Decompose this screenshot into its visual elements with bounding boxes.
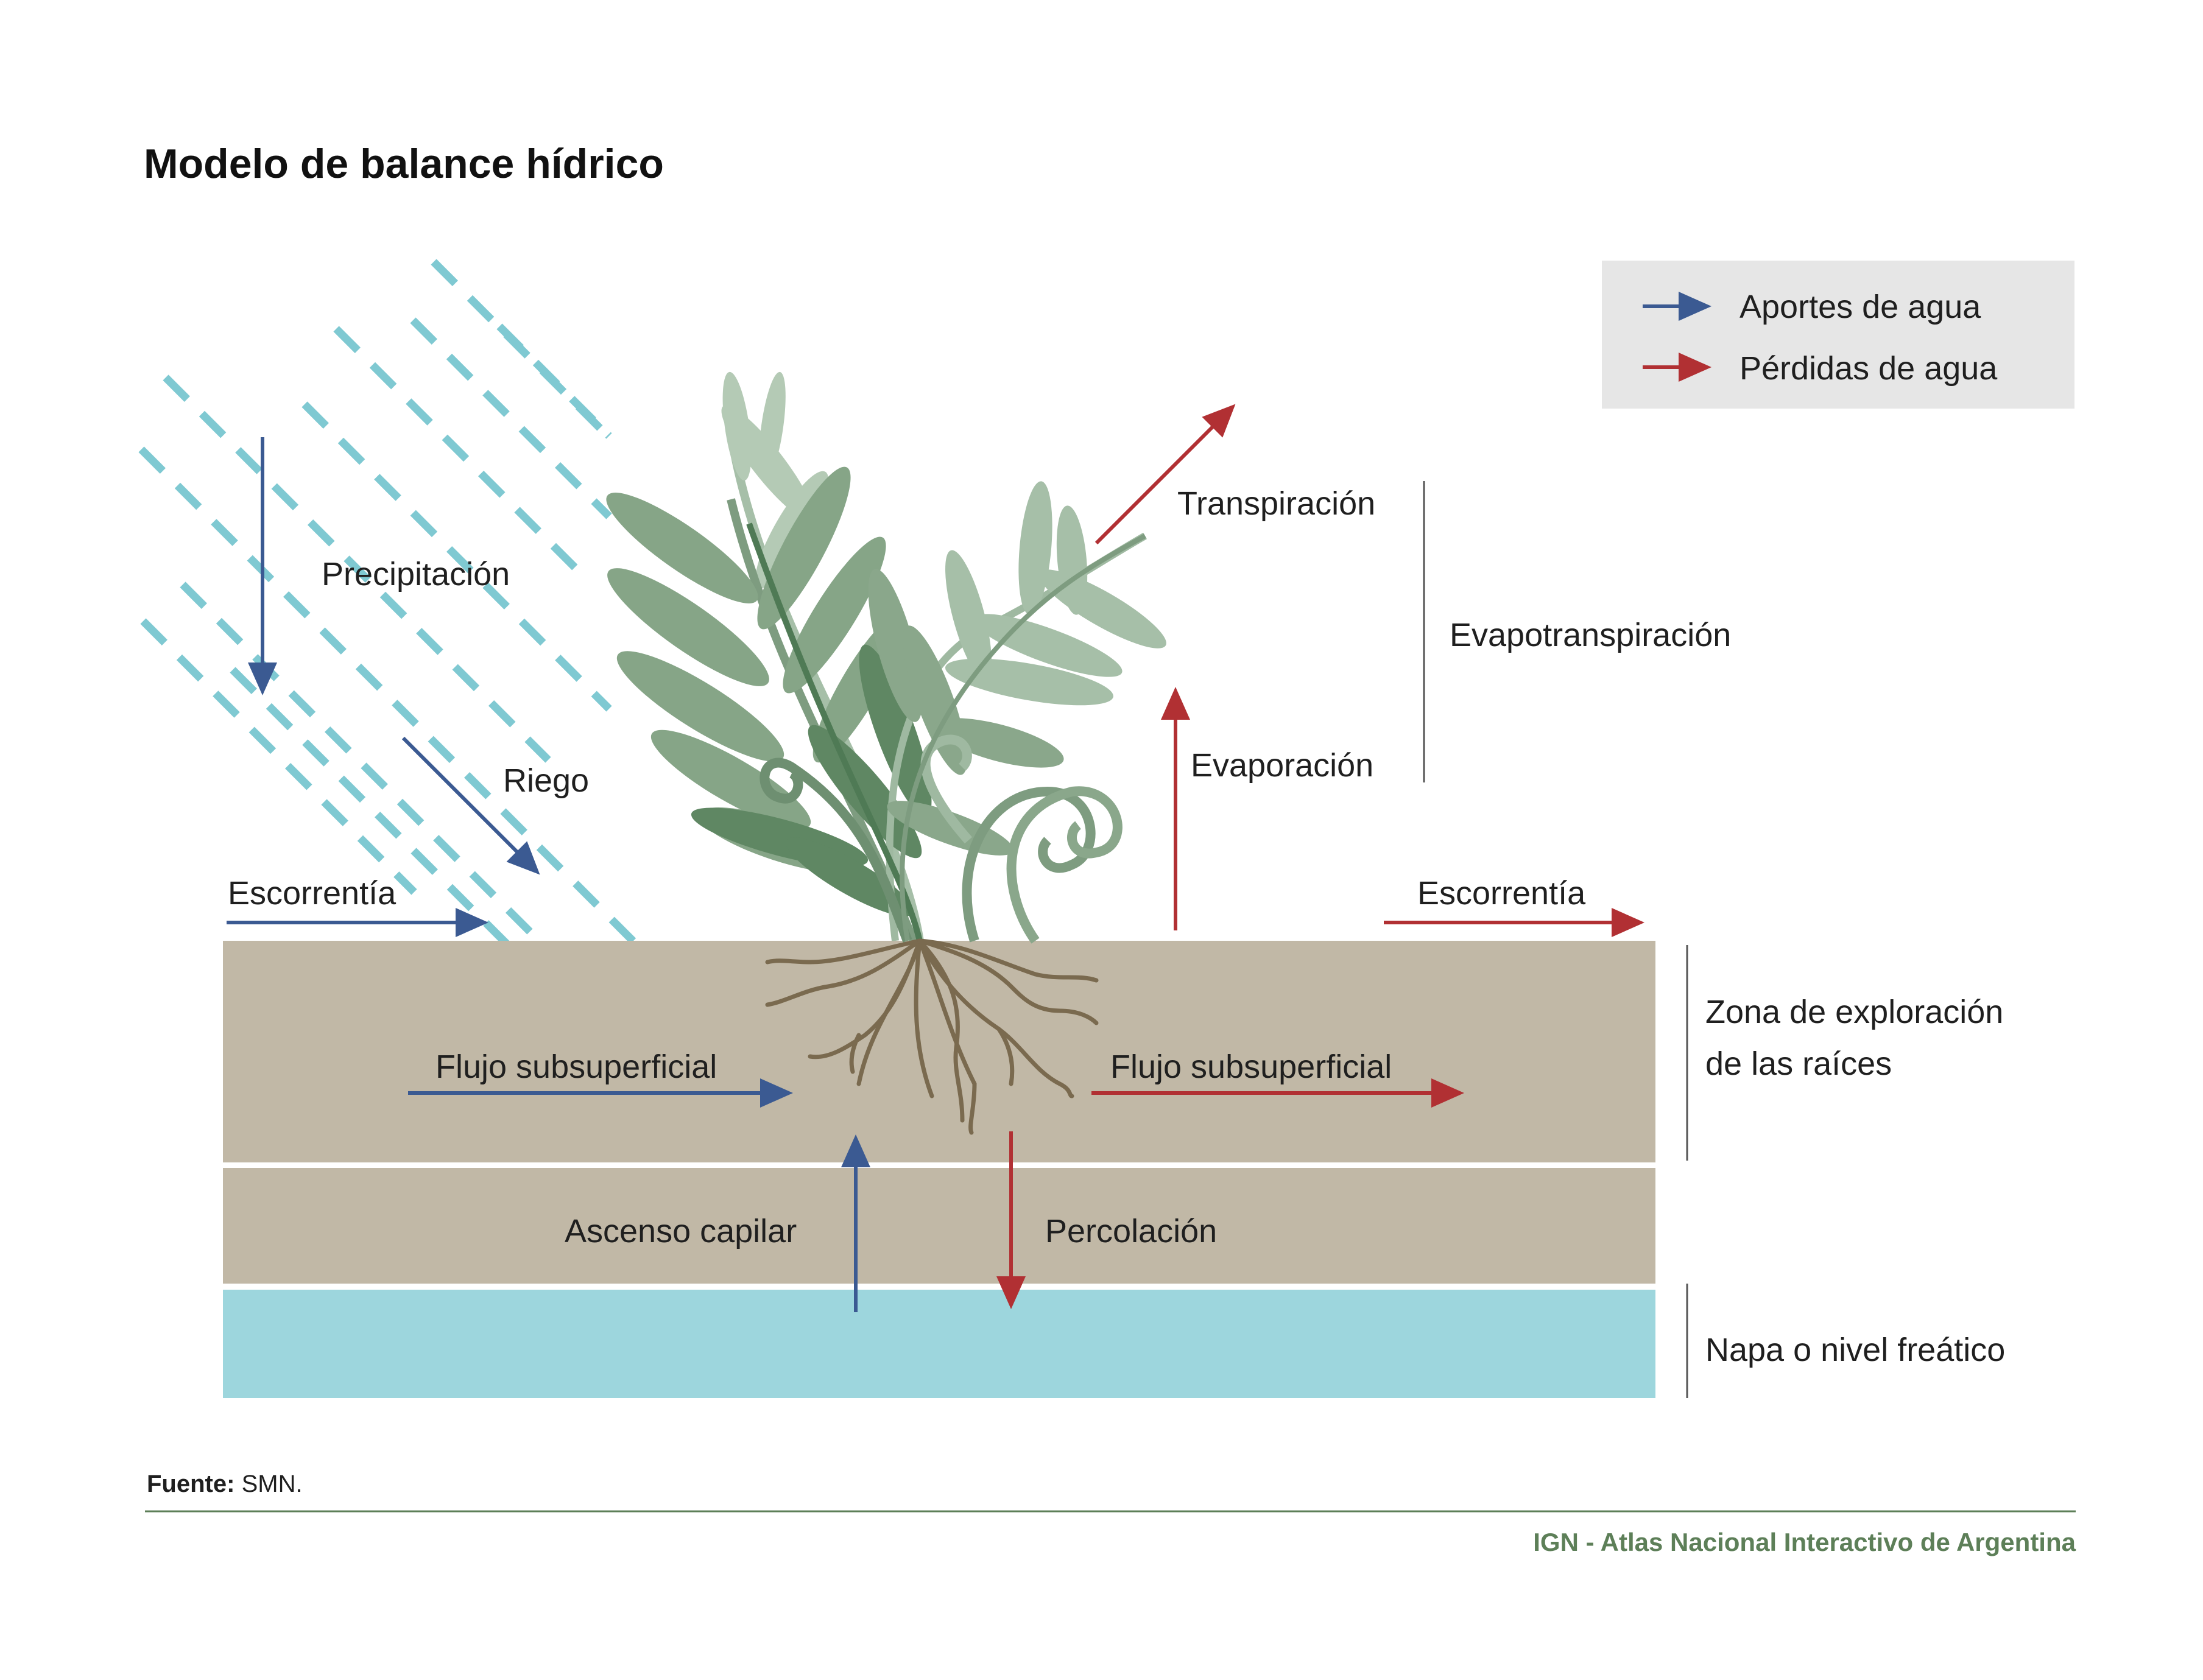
legend-box bbox=[1602, 261, 2074, 409]
subsurface-flow-in-label: Flujo subsuperficial bbox=[435, 1049, 717, 1085]
capillary-rise-label: Ascenso capilar bbox=[565, 1213, 797, 1249]
diagram-title: Modelo de balance hídrico bbox=[144, 141, 664, 187]
runoff-out-label: Escorrentía bbox=[1417, 875, 1586, 912]
water-table-label: Napa o nivel freático bbox=[1705, 1332, 2005, 1368]
rain-lines bbox=[138, 259, 657, 1059]
transpiration-arrow bbox=[1094, 404, 1236, 545]
root-zone-layer bbox=[223, 941, 1655, 1162]
loss-arrows bbox=[996, 404, 1644, 1309]
irrigation-label: Riego bbox=[503, 762, 589, 799]
brackets bbox=[1423, 481, 1688, 1398]
legend: Aportes de agua Pérdidas de agua bbox=[1602, 261, 2074, 409]
input-arrows bbox=[227, 437, 870, 1312]
roots bbox=[765, 938, 1099, 1135]
source-note: Fuente: SMN. bbox=[147, 1471, 303, 1497]
transpiration-label: Transpiración bbox=[1177, 485, 1375, 522]
footer-credit: IGN - Atlas Nacional Interactivo de Arge… bbox=[1533, 1528, 2076, 1556]
legend-inputs-label: Aportes de agua bbox=[1739, 289, 1981, 325]
legend-losses-label: Pérdidas de agua bbox=[1739, 350, 1998, 387]
evapotranspiration-label: Evapotranspiración bbox=[1450, 617, 1731, 653]
plant-illustration bbox=[606, 371, 1166, 944]
source-text: SMN. bbox=[242, 1471, 303, 1497]
root-zone-label-line1: Zona de exploración bbox=[1705, 994, 2003, 1030]
irrigation-arrow bbox=[401, 736, 540, 875]
evaporation-label: Evaporación bbox=[1191, 747, 1373, 784]
runoff-in-label: Escorrentía bbox=[228, 875, 397, 912]
water-table-layer bbox=[223, 1290, 1655, 1398]
percolation-label: Percolación bbox=[1045, 1213, 1217, 1249]
precipitation-label: Precipitación bbox=[322, 556, 510, 592]
subsurface-flow-out-label: Flujo subsuperficial bbox=[1110, 1049, 1392, 1085]
source-prefix: Fuente: bbox=[147, 1471, 234, 1497]
root-zone-label-line2: de las raíces bbox=[1705, 1046, 1892, 1082]
subsoil-layer bbox=[223, 1168, 1655, 1284]
